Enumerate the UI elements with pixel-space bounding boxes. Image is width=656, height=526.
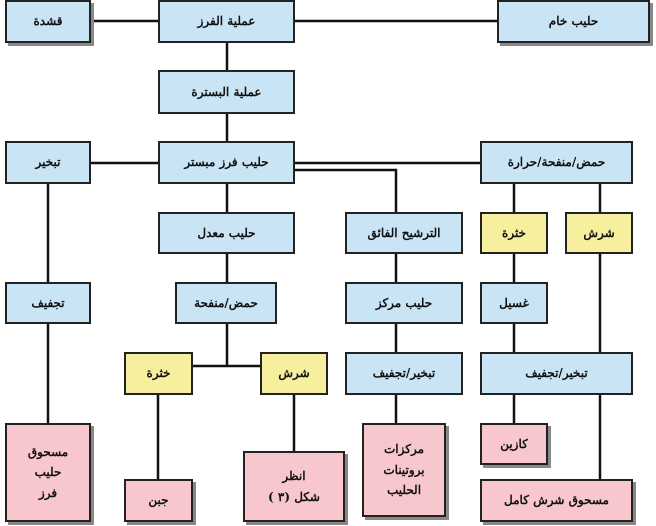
node-label: مسحوق حليب فرز (27, 444, 69, 500)
node-label: عملية الفرز (197, 14, 256, 29)
node-label: حمض/منفحة/حرارة (507, 155, 606, 170)
node-cheese: جبن (124, 479, 193, 522)
node-ultrafiltration: الترشيح الفائق (345, 212, 463, 254)
node-label: حمض/منفحة (194, 295, 258, 310)
node-label: كازين (500, 436, 528, 451)
node-milk-protein-concentrates: مركزات بروتينات الحليب (362, 423, 446, 517)
node-label: شرش (278, 366, 310, 381)
node-label: تبخير/تجفيف (525, 366, 588, 381)
node-label: انظر شكل (٣ ) (268, 469, 320, 504)
node-label: غسيل (499, 295, 529, 310)
node-pasteurized-skim: حليب فرز مبستر (158, 141, 295, 184)
node-see-figure: انظر شكل (٣ ) (243, 451, 345, 522)
node-drying: تجفيف (5, 282, 91, 324)
node-skim-milk-powder: مسحوق حليب فرز (5, 423, 91, 522)
node-acid-rennet: حمض/منفحة (175, 282, 277, 324)
node-label: حليب فرز مبستر (184, 155, 269, 170)
node-label: الترشيح الفائق (367, 225, 441, 240)
node-label: حليب معدل (197, 225, 256, 240)
node-concentrated-milk: حليب مركز (345, 282, 463, 324)
node-label: تبخير (35, 155, 61, 170)
node-label: حليب خام (548, 14, 599, 29)
node-label: تجفيف (31, 295, 65, 310)
node-label: مركزات بروتينات الحليب (383, 442, 425, 498)
node-label: جبن (148, 493, 169, 508)
node-label: خثرة (502, 225, 526, 240)
node-label: تبخير/تجفيف (372, 366, 436, 381)
node-curd-right: خثرة (480, 212, 548, 254)
node-label: حليب مركز (375, 295, 433, 310)
node-standardized-milk: حليب معدل (158, 212, 295, 254)
node-label: شرش (583, 225, 615, 240)
node-whey-left: شرش (260, 352, 328, 395)
node-casein: كازين (480, 423, 548, 465)
node-washing: غسيل (480, 282, 548, 324)
node-evap-dry-mid: تبخير/تجفيف (345, 352, 463, 395)
node-whole-whey-powder: مسحوق شرش كامل (480, 479, 633, 522)
node-label: خثرة (146, 366, 171, 381)
connector (295, 168, 398, 212)
node-acid-rennet-heat: حمض/منفحة/حرارة (480, 141, 633, 184)
node-label: عملية البسترة (191, 84, 262, 99)
node-label: مسحوق شرش كامل (504, 493, 609, 508)
node-whey-right: شرش (565, 212, 633, 254)
node-label: قشدة (33, 14, 63, 29)
node-evaporation: تبخير (5, 141, 91, 184)
node-evap-dry-right: تبخير/تجفيف (480, 352, 633, 395)
node-cream: قشدة (5, 0, 91, 43)
node-separation: عملية الفرز (158, 0, 295, 43)
node-raw-milk: حليب خام (497, 0, 650, 43)
node-pasteurization: عملية البسترة (158, 70, 295, 114)
node-curd-left: خثرة (124, 352, 193, 395)
